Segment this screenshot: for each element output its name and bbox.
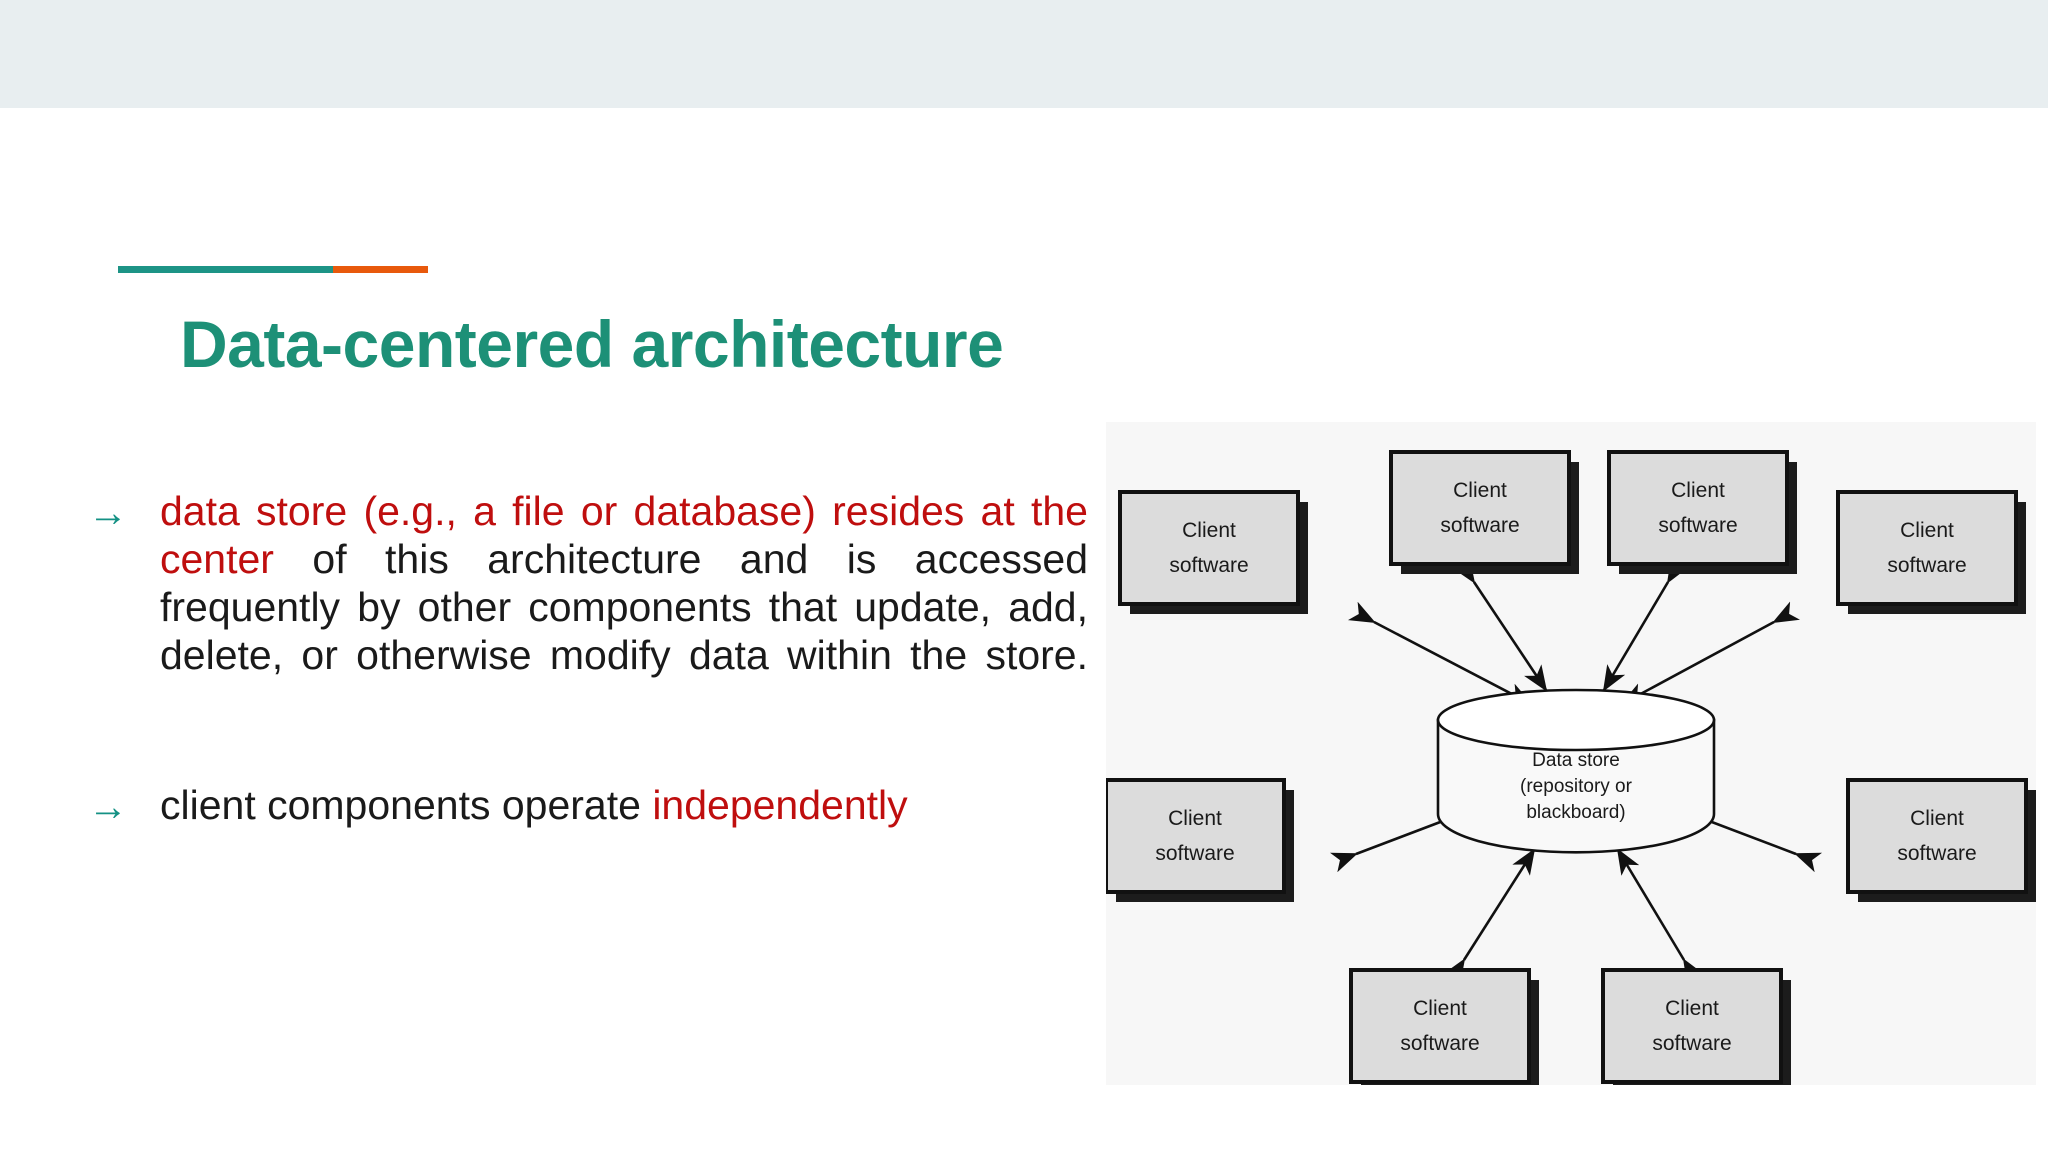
node-box bbox=[1846, 778, 2028, 894]
title-accent-rule bbox=[118, 266, 428, 273]
arrow-bullet-icon: → bbox=[88, 784, 128, 829]
cylinder-body bbox=[1436, 718, 1716, 854]
diagram-canvas: Data store (repository or blackboard) Cl… bbox=[1106, 422, 2036, 1085]
client-node-left-upper: Client software bbox=[1118, 490, 1308, 614]
client-node-right-upper: Client software bbox=[1836, 490, 2026, 614]
bullet-item-client-components: → client components operate independentl… bbox=[88, 782, 1088, 830]
bullet-plain-0: of this architecture and is accessed fre… bbox=[160, 535, 1088, 678]
node-label-line-1: Client bbox=[1182, 519, 1236, 542]
node-box bbox=[1607, 450, 1789, 566]
accent-segment-orange bbox=[333, 266, 428, 273]
data-store-cylinder: Data store (repository or blackboard) bbox=[1436, 688, 1716, 854]
node-label-line-1: Client bbox=[1910, 807, 1964, 830]
node-label-line-2: software bbox=[1400, 1032, 1479, 1055]
bullet-highlight-0: data store (e.g., a file or database) re… bbox=[160, 488, 1088, 582]
bullet-item-data-store: → data store (e.g., a file or database) … bbox=[88, 488, 1088, 728]
arrow-bullet-icon: → bbox=[88, 491, 128, 535]
node-box bbox=[1601, 968, 1783, 1084]
client-node-left-lower: Client software bbox=[1106, 778, 1294, 902]
client-node-bottom-left: Client software bbox=[1349, 968, 1539, 1085]
page-title: Data-centered architecture bbox=[180, 307, 1004, 381]
data-store-label-line-1: Data store bbox=[1532, 750, 1620, 771]
node-box bbox=[1836, 490, 2018, 606]
connector-client-bottom-left bbox=[1442, 848, 1536, 986]
data-store-label-line-2: (repository or bbox=[1520, 776, 1633, 797]
connector-client-right-upper bbox=[1620, 601, 1800, 706]
client-node-right-lower: Client software bbox=[1846, 778, 2036, 902]
client-node-top-left: Client software bbox=[1389, 450, 1579, 574]
node-label-line-2: software bbox=[1897, 842, 1976, 865]
accent-segment-teal bbox=[118, 266, 333, 273]
client-node-bottom-right: Client software bbox=[1601, 968, 1791, 1085]
client-node-top-right: Client software bbox=[1607, 450, 1797, 574]
bullet-plain-1: client components operate bbox=[160, 781, 653, 828]
data-centered-architecture-diagram: Data store (repository or blackboard) Cl… bbox=[1106, 422, 2036, 1085]
bullet-highlight-1: independently bbox=[652, 781, 908, 828]
node-label-line-2: software bbox=[1169, 554, 1248, 577]
node-label-line-1: Client bbox=[1168, 807, 1222, 830]
node-label-line-2: software bbox=[1155, 842, 1234, 865]
data-store-label-line-3: blackboard) bbox=[1526, 802, 1625, 823]
node-box bbox=[1106, 778, 1286, 894]
header-band bbox=[0, 0, 2048, 108]
node-label-line-2: software bbox=[1652, 1032, 1731, 1055]
connector-client-top-left bbox=[1452, 556, 1548, 692]
node-box bbox=[1349, 968, 1531, 1084]
node-label-line-1: Client bbox=[1665, 997, 1719, 1020]
node-label-line-2: software bbox=[1658, 514, 1737, 537]
node-label-line-1: Client bbox=[1413, 997, 1467, 1020]
node-box bbox=[1389, 450, 1571, 566]
bullet-text-data-store: data store (e.g., a file or database) re… bbox=[160, 488, 1088, 728]
node-label-line-1: Client bbox=[1671, 479, 1725, 502]
node-label-line-1: Client bbox=[1900, 519, 1954, 542]
node-label-line-2: software bbox=[1887, 554, 1966, 577]
bullet-text-client-components: client components operate independently bbox=[160, 782, 1088, 830]
connector-client-bottom-right bbox=[1616, 848, 1706, 986]
node-label-line-1: Client bbox=[1453, 479, 1507, 502]
node-box bbox=[1118, 490, 1300, 606]
node-label-line-2: software bbox=[1440, 514, 1519, 537]
body-content: → data store (e.g., a file or database) … bbox=[88, 488, 1088, 830]
cylinder-top bbox=[1436, 688, 1716, 752]
